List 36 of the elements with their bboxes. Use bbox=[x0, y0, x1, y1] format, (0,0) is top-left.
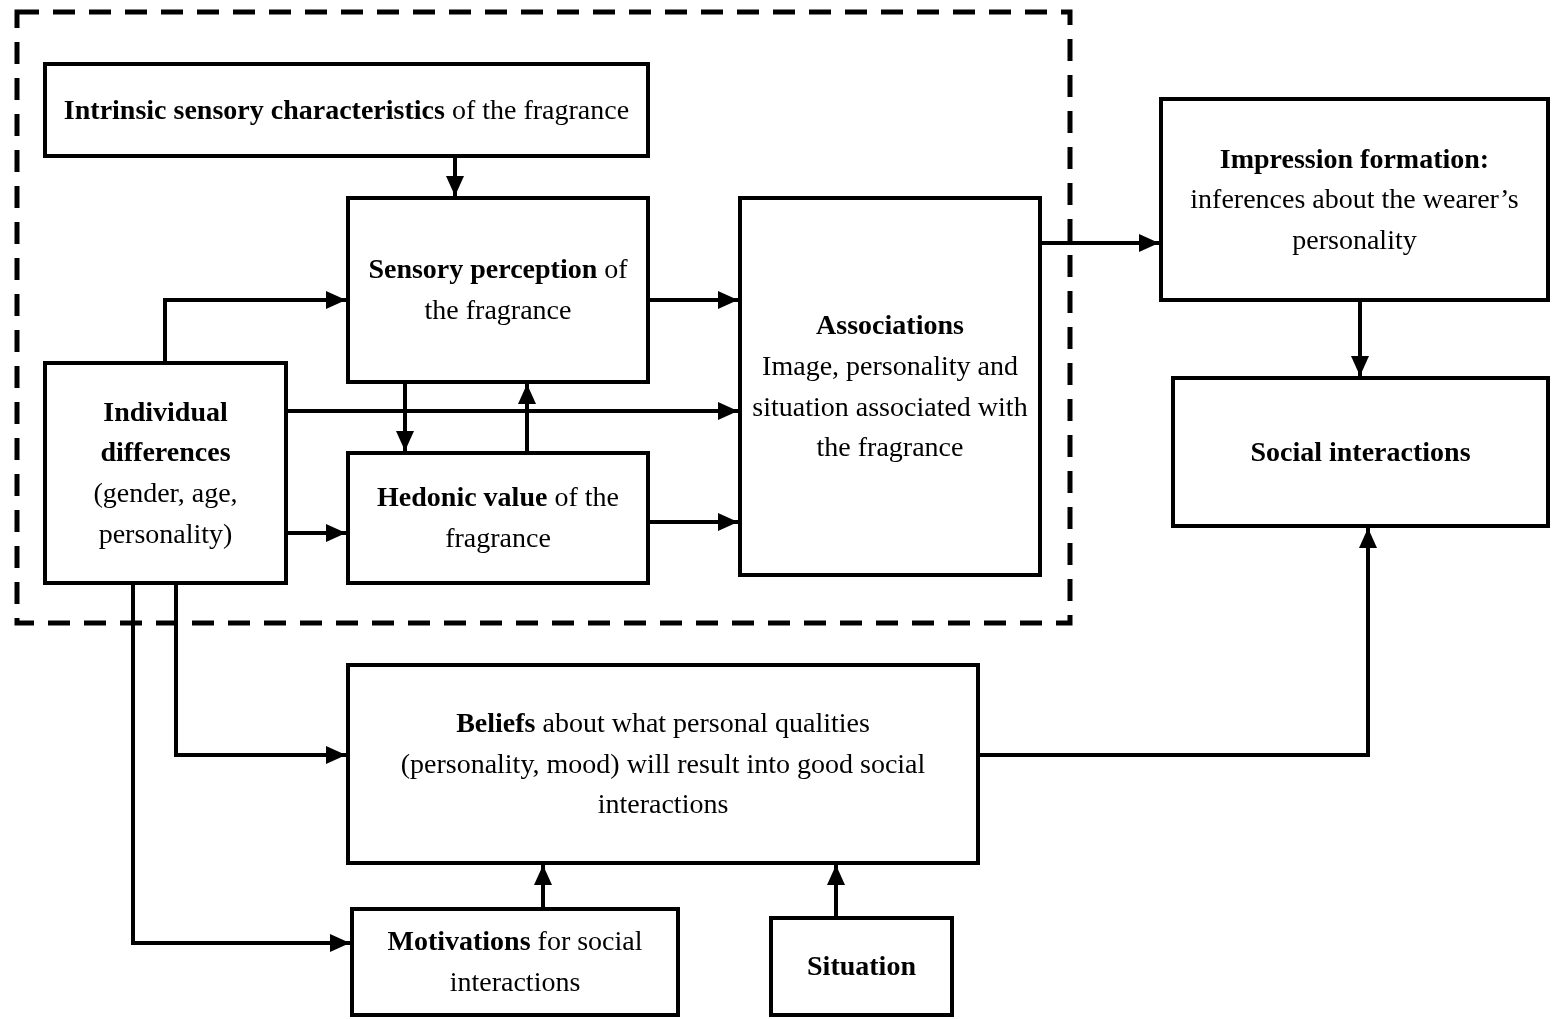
process-box bbox=[350, 907, 680, 1017]
box-text: Individual differences (gender, age, personality) bbox=[92, 394, 239, 551]
arrow bbox=[650, 291, 738, 309]
box-text: Motivations for social interactions bbox=[386, 924, 644, 999]
arrow bbox=[1351, 302, 1369, 376]
box-text: Social interactions bbox=[1250, 434, 1471, 469]
arrow bbox=[980, 528, 1377, 757]
arrow bbox=[131, 585, 350, 952]
process-box bbox=[346, 196, 650, 384]
box-text: Hedonic value of the fragrance bbox=[376, 480, 620, 555]
arrow bbox=[1042, 234, 1159, 252]
arrow bbox=[174, 585, 346, 764]
arrow bbox=[288, 524, 346, 542]
box-text: Beliefs about what personal qualities (personality, mood) will result into good social interactions bbox=[399, 706, 927, 822]
process-box bbox=[1171, 376, 1550, 528]
box-text: Image, personality and situation associated with the fragrance bbox=[752, 348, 1028, 465]
box-heading: Associations bbox=[816, 308, 964, 343]
box-text: Impression formation: inferences about the wearer’s personality bbox=[1189, 141, 1520, 257]
process-box bbox=[346, 663, 980, 865]
arrow bbox=[827, 865, 845, 916]
arrow bbox=[288, 402, 738, 420]
arrow bbox=[163, 291, 346, 361]
arrow bbox=[396, 384, 414, 451]
arrow bbox=[518, 384, 536, 451]
arrow bbox=[446, 158, 464, 196]
box-text: Sensory perception of the fragrance bbox=[367, 252, 629, 327]
process-box bbox=[43, 361, 288, 585]
process-box bbox=[1159, 97, 1550, 302]
arrow bbox=[650, 513, 738, 531]
process-box bbox=[769, 916, 954, 1017]
process-box bbox=[346, 451, 650, 585]
process-box bbox=[738, 196, 1042, 577]
process-box bbox=[43, 62, 650, 158]
arrow bbox=[534, 865, 552, 907]
box-text: Situation bbox=[807, 949, 916, 984]
box-text: Intrinsic sensory characteristics of the fragrance bbox=[63, 92, 630, 127]
